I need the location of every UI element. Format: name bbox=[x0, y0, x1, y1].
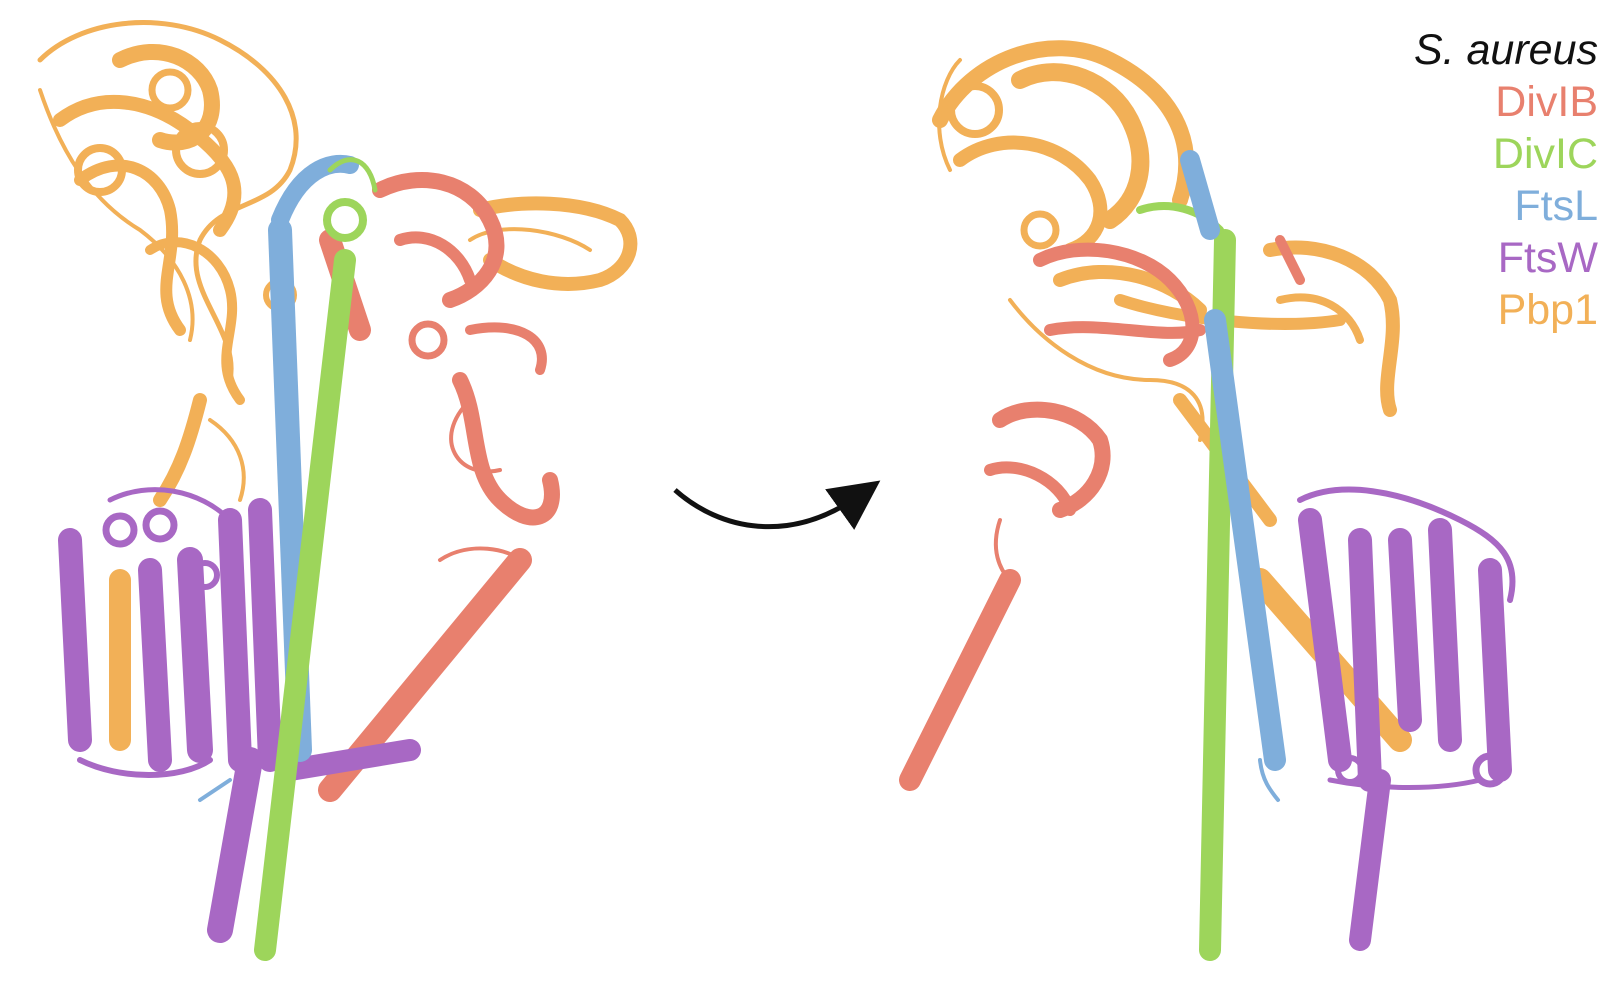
legend-entry-divib: DivIB bbox=[1495, 78, 1598, 126]
ftsw-domain-left bbox=[58, 487, 421, 943]
protein-legend: S. aureus DivIB DivIC FtsL FtsW Pbp1 bbox=[1414, 24, 1598, 336]
legend-entry-ftsw: FtsW bbox=[1497, 234, 1598, 282]
divic-helix-left bbox=[254, 157, 378, 961]
ftsw-domain-right bbox=[1297, 486, 1516, 951]
curved-rotation-arrow-icon bbox=[673, 480, 881, 530]
right-structure-view bbox=[899, 40, 1516, 961]
ftsl-helix-right bbox=[1180, 150, 1286, 802]
legend-organism: S. aureus bbox=[1413, 26, 1598, 74]
left-structure-view bbox=[37, 20, 638, 961]
pbp1-domain-left bbox=[37, 20, 638, 751]
legend-entry-ftsl: FtsL bbox=[1514, 182, 1598, 230]
legend-entry-divic: DivIC bbox=[1492, 130, 1598, 178]
legend-entry-pbp1: Pbp1 bbox=[1497, 286, 1598, 334]
divib-domain-right bbox=[899, 235, 1305, 791]
